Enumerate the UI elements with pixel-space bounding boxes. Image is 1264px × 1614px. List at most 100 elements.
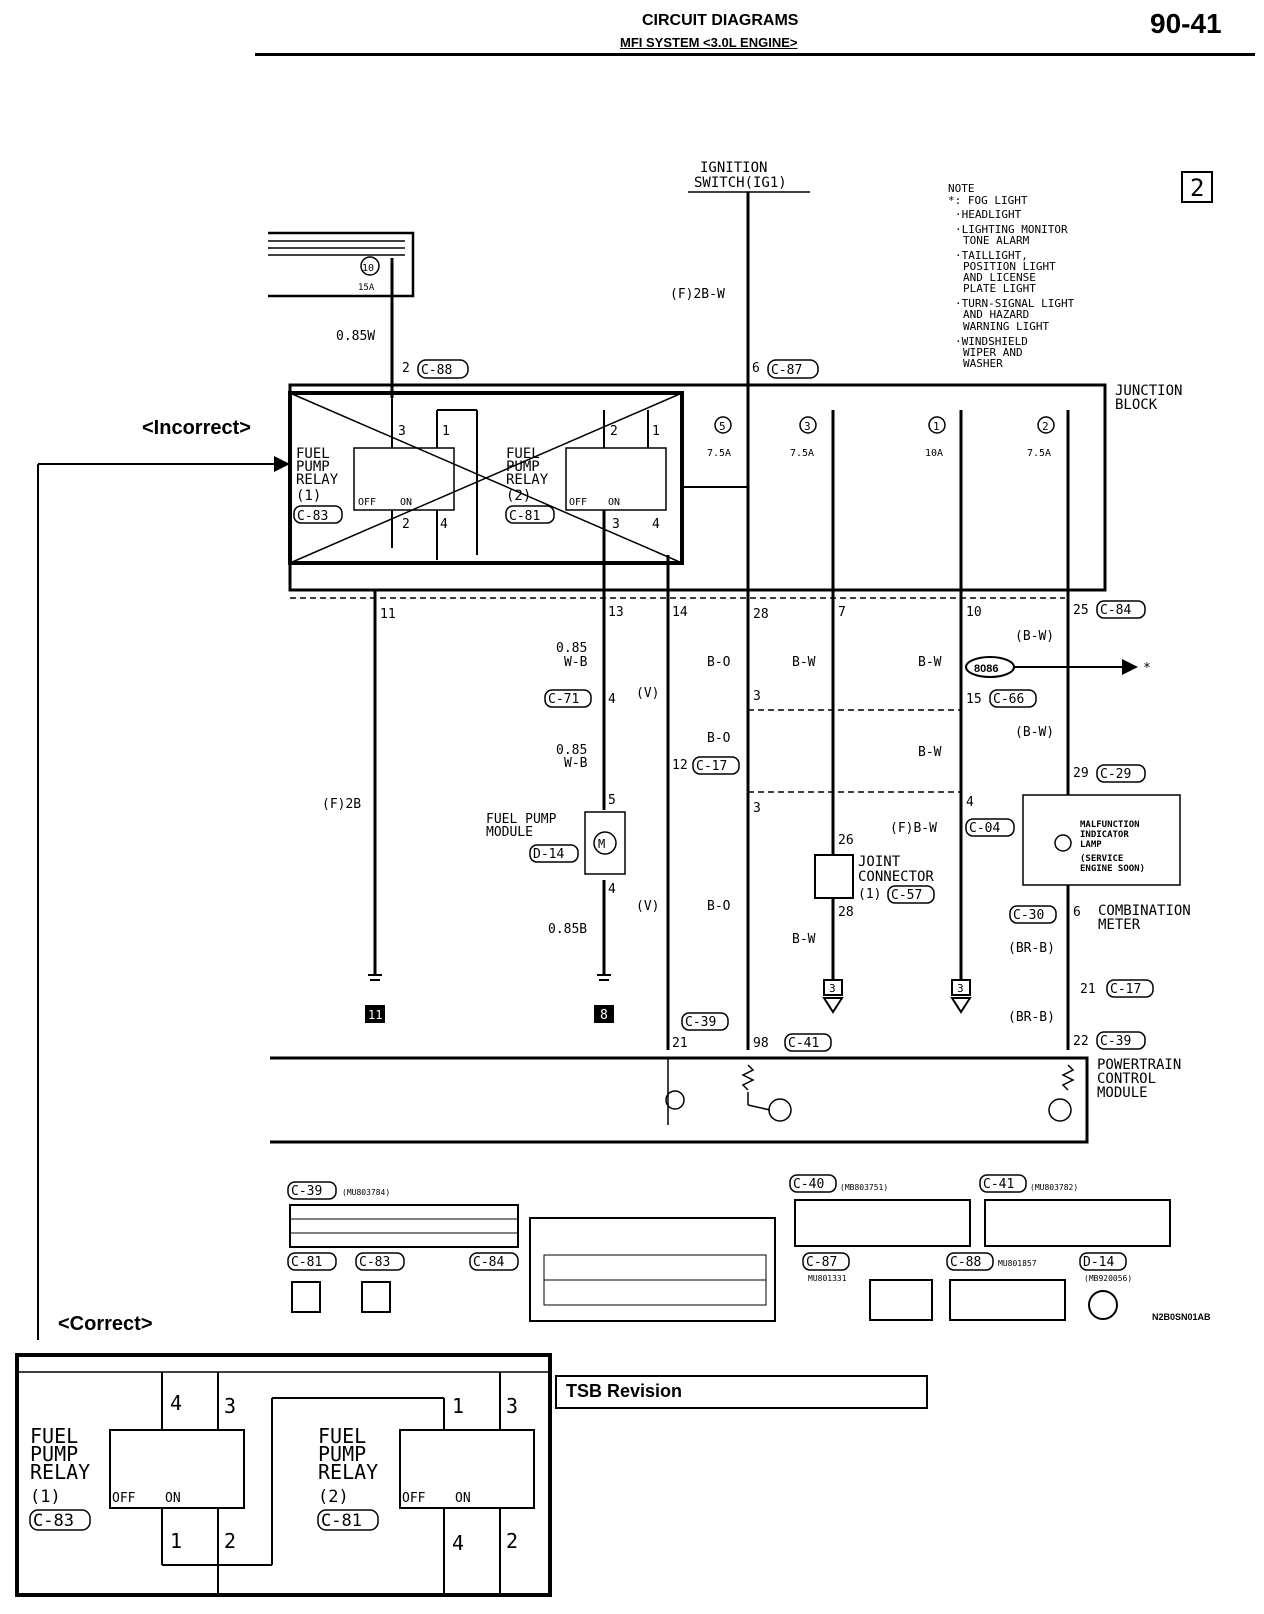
- text: (SERVICE: [1080, 854, 1123, 864]
- wire-label: W-B: [564, 655, 588, 670]
- wire-label: B-O: [707, 731, 731, 746]
- wire-label: B-O: [707, 899, 731, 914]
- text: FUEL: [506, 446, 540, 462]
- off-label: OFF: [112, 1491, 136, 1506]
- connector-c39: C-39: [1100, 1034, 1131, 1049]
- text: (MB803751): [840, 1183, 888, 1192]
- pin-label: 4: [170, 1391, 182, 1415]
- connector-c41: C-41: [788, 1036, 819, 1051]
- wire-label: W-B: [564, 756, 588, 771]
- note-line: ·TAILLIGHT,: [955, 249, 1028, 262]
- pin-label: 21: [672, 1036, 688, 1051]
- text: 3: [957, 982, 964, 995]
- wire-label: B-W: [792, 932, 816, 947]
- connector-c30: C-30: [1013, 908, 1044, 923]
- fuse-3: 3 7.5A: [790, 416, 817, 459]
- wire-label: (B-W): [1015, 725, 1054, 740]
- pcm-label: POWERTRAIN: [1097, 1057, 1181, 1073]
- tsb-revision-box: [555, 1375, 928, 1409]
- connector-c57: C-57: [891, 888, 922, 903]
- text: D-14: [1083, 1255, 1114, 1270]
- pin-label: 21: [1080, 982, 1096, 997]
- pin-label: 2: [402, 517, 410, 532]
- text: MALFUNCTION: [1080, 820, 1140, 830]
- text: 7.5A: [1027, 448, 1051, 459]
- on-label: ON: [165, 1491, 181, 1506]
- text: PUMP: [506, 459, 540, 475]
- page-number: 90-41: [1150, 8, 1222, 39]
- text: 7.5A: [707, 448, 731, 459]
- wire-label: 0.85W: [336, 329, 375, 344]
- pcm-box: [270, 1056, 1089, 1144]
- ignition-label: IGNITION: [700, 160, 767, 176]
- text: FUEL: [30, 1424, 78, 1448]
- wire-label: (F)2B-W: [670, 287, 725, 302]
- combo-meter-label: COMBINATION: [1098, 903, 1191, 919]
- connector-c83: C-83: [297, 509, 328, 524]
- note-line: ·LIGHTING MONITOR: [955, 223, 1068, 236]
- relay1-correct-label: FUEL PUMP RELAY (1): [30, 1424, 90, 1507]
- text: 3: [829, 982, 836, 995]
- pin-label: 29: [1073, 766, 1089, 781]
- pin-label: 25: [1073, 603, 1089, 618]
- sheet-number: 2: [1190, 174, 1204, 202]
- connector-c66: C-66: [993, 692, 1024, 707]
- header-title: CIRCUIT DIAGRAMS: [642, 12, 799, 29]
- note-block: NOTE *: FOG LIGHT ·HEADLIGHT ·LIGHTING M…: [948, 182, 1075, 370]
- text: INDICATOR: [1080, 830, 1129, 840]
- pin-label: 3: [612, 517, 620, 532]
- junction-label: JUNCTION: [1115, 383, 1182, 399]
- fuse-box-outline: [268, 231, 415, 298]
- combo-meter-label: METER: [1098, 917, 1141, 933]
- motor-icon: [593, 831, 617, 855]
- fuse-rating: 15A: [358, 283, 375, 293]
- junction-label: BLOCK: [1115, 397, 1158, 413]
- sheet-number-box: [1181, 171, 1213, 203]
- off-label: OFF: [358, 497, 376, 508]
- pin-label: 11: [380, 607, 396, 622]
- text: 2: [1042, 420, 1049, 433]
- note-line: *: FOG LIGHT: [948, 194, 1028, 207]
- wire-label: (BR-B): [1008, 1010, 1055, 1025]
- text: (MU803784): [342, 1188, 390, 1197]
- connector-face-views: C-39 (MU803784) C-40 (MB803751) C-41 (MU…: [287, 1174, 1211, 1322]
- ground-8: 8: [594, 974, 614, 1023]
- pin-label: 1: [442, 424, 450, 439]
- correct-label: <Correct>: [58, 1313, 153, 1335]
- joint-label: (1): [858, 887, 881, 902]
- text: PUMP: [296, 459, 330, 475]
- text: RELAY: [318, 1460, 378, 1484]
- relay2-incorrect-label: FUEL PUMP RELAY (2): [506, 446, 549, 504]
- fuel-pump-label: FUEL PUMP: [486, 812, 557, 827]
- pin-label: 4: [608, 692, 616, 707]
- pin-label: 28: [753, 607, 769, 622]
- connector-c83: C-83: [33, 1511, 74, 1531]
- pin-label: 2: [402, 361, 410, 376]
- text: C-84: [473, 1255, 504, 1270]
- text: N2B0SN01AB: [1152, 1312, 1211, 1322]
- wire-label: B-W: [918, 745, 942, 760]
- text: FUEL: [318, 1424, 366, 1448]
- pin-label: 2: [506, 1529, 518, 1553]
- on-label: ON: [455, 1491, 471, 1506]
- ground-11: 11: [365, 974, 385, 1023]
- pin-label: 2: [224, 1529, 236, 1553]
- text: (1): [296, 488, 321, 504]
- pcm-label: CONTROL: [1097, 1071, 1156, 1087]
- text: (MU803782): [1030, 1183, 1078, 1192]
- note-line: WIPER AND: [963, 346, 1023, 359]
- connector-c29: C-29: [1100, 767, 1131, 782]
- connector-c87: C-87: [771, 363, 802, 378]
- ignition-label: SWITCH(IG1): [694, 175, 787, 191]
- note-line: ·HEADLIGHT: [955, 208, 1022, 221]
- correct-relay-box: [15, 1353, 552, 1597]
- text: LAMP: [1080, 840, 1102, 850]
- text: 3: [804, 420, 811, 433]
- connector-c17: C-17: [696, 759, 727, 774]
- text: 8: [600, 1008, 608, 1023]
- pin-label: 1: [170, 1529, 182, 1553]
- text: 11: [368, 1008, 382, 1022]
- wire-label: (B-W): [1015, 629, 1054, 644]
- text: C-40: [793, 1177, 824, 1192]
